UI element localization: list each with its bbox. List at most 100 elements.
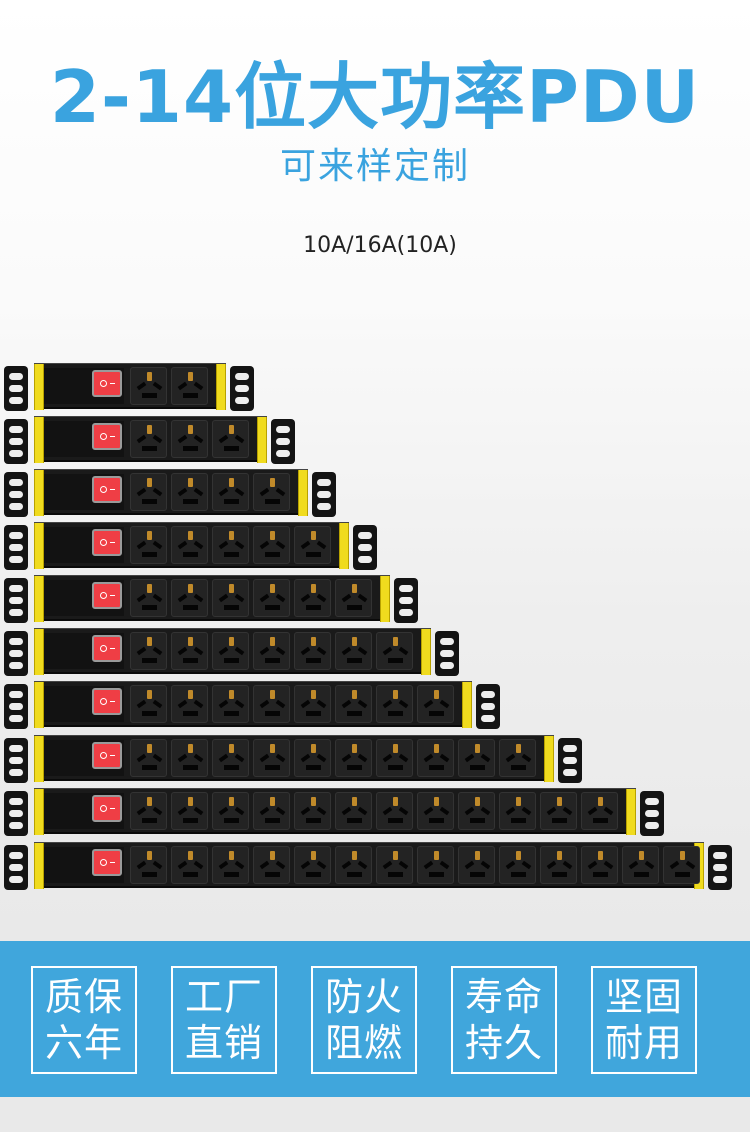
universal-socket-icon	[581, 846, 618, 884]
power-switch-icon	[92, 795, 122, 822]
universal-socket-icon	[130, 846, 167, 884]
endcap-right	[257, 417, 267, 463]
socket-row	[130, 367, 212, 407]
universal-socket-icon	[130, 526, 167, 564]
universal-socket-icon	[376, 685, 413, 723]
universal-socket-icon	[417, 792, 454, 830]
socket-row	[130, 739, 540, 779]
universal-socket-icon	[171, 792, 208, 830]
power-switch-icon	[92, 688, 122, 715]
universal-socket-icon	[171, 685, 208, 723]
mounting-bracket-right	[476, 684, 500, 729]
universal-socket-icon	[171, 739, 208, 777]
feature-factory-direct-line1: 工厂	[184, 975, 263, 1019]
endcap-right	[544, 736, 554, 782]
universal-socket-icon	[130, 632, 167, 670]
universal-socket-icon	[130, 685, 167, 723]
universal-socket-icon	[622, 846, 659, 884]
socket-row	[130, 632, 417, 672]
page-title: 2-14位大功率PDU	[49, 55, 701, 139]
endcap-right	[298, 470, 308, 516]
universal-socket-icon	[458, 792, 495, 830]
power-switch-icon	[92, 582, 122, 609]
universal-socket-icon	[171, 632, 208, 670]
mounting-bracket-left	[4, 738, 28, 783]
feature-warranty-line1: 质保	[44, 975, 123, 1019]
mounting-bracket-right	[312, 472, 336, 517]
mounting-bracket-left	[4, 525, 28, 570]
universal-socket-icon	[294, 792, 331, 830]
universal-socket-icon	[212, 420, 249, 458]
universal-socket-icon	[253, 579, 290, 617]
mounting-bracket-right	[435, 631, 459, 676]
endcap-left	[34, 576, 44, 622]
pdu-body	[34, 628, 431, 675]
universal-socket-icon	[212, 632, 249, 670]
feature-warranty: 质保 六年	[31, 966, 137, 1074]
universal-socket-icon	[253, 792, 290, 830]
endcap-left	[34, 736, 44, 782]
mounting-bracket-left	[4, 366, 28, 411]
universal-socket-icon	[294, 685, 331, 723]
universal-socket-icon	[212, 739, 249, 777]
universal-socket-icon	[499, 846, 536, 884]
mounting-bracket-right	[558, 738, 582, 783]
universal-socket-icon	[171, 526, 208, 564]
current-rating: 10A/16A(10A)	[303, 233, 457, 258]
universal-socket-icon	[253, 685, 290, 723]
mounting-bracket-left	[4, 419, 28, 464]
features-bar: 质保 六年 工厂 直销 防火 阻燃 寿命 持久 坚固 耐用	[0, 941, 750, 1097]
socket-row	[130, 579, 376, 619]
universal-socket-icon	[130, 739, 167, 777]
universal-socket-icon	[376, 846, 413, 884]
power-switch-icon	[92, 742, 122, 769]
socket-row	[130, 473, 294, 513]
socket-row	[130, 526, 335, 566]
universal-socket-icon	[294, 632, 331, 670]
endcap-left	[34, 470, 44, 516]
universal-socket-icon	[458, 846, 495, 884]
universal-socket-icon	[663, 846, 700, 884]
universal-socket-icon	[253, 526, 290, 564]
pdu-body	[34, 842, 704, 889]
mounting-bracket-right	[640, 791, 664, 836]
feature-durable-line1: 坚固	[604, 975, 683, 1019]
feature-long-life-line1: 寿命	[464, 975, 543, 1019]
universal-socket-icon	[130, 792, 167, 830]
power-switch-icon	[92, 529, 122, 556]
universal-socket-icon	[212, 846, 249, 884]
universal-socket-icon	[376, 632, 413, 670]
universal-socket-icon	[335, 685, 372, 723]
power-switch-icon	[92, 635, 122, 662]
power-switch-icon	[92, 476, 122, 503]
universal-socket-icon	[294, 579, 331, 617]
mounting-bracket-right	[271, 419, 295, 464]
universal-socket-icon	[212, 685, 249, 723]
mounting-bracket-left	[4, 578, 28, 623]
feature-durable-line2: 耐用	[604, 1021, 683, 1065]
feature-long-life-line2: 持久	[464, 1021, 543, 1065]
universal-socket-icon	[335, 846, 372, 884]
feature-fire-retardant-line2: 阻燃	[324, 1021, 403, 1065]
universal-socket-icon	[376, 739, 413, 777]
pdu-body	[34, 681, 472, 728]
endcap-left	[34, 417, 44, 463]
universal-socket-icon	[417, 739, 454, 777]
endcap-left	[34, 523, 44, 569]
endcap-right	[462, 682, 472, 728]
power-switch-icon	[92, 370, 122, 397]
universal-socket-icon	[417, 846, 454, 884]
mounting-bracket-left	[4, 684, 28, 729]
mounting-bracket-left	[4, 791, 28, 836]
endcap-right	[626, 789, 636, 835]
universal-socket-icon	[171, 846, 208, 884]
universal-socket-icon	[458, 739, 495, 777]
socket-row	[130, 846, 704, 886]
universal-socket-icon	[417, 685, 454, 723]
universal-socket-icon	[171, 473, 208, 511]
universal-socket-icon	[171, 579, 208, 617]
pdu-body	[34, 735, 554, 782]
universal-socket-icon	[212, 792, 249, 830]
universal-socket-icon	[335, 792, 372, 830]
endcap-left	[34, 843, 44, 889]
